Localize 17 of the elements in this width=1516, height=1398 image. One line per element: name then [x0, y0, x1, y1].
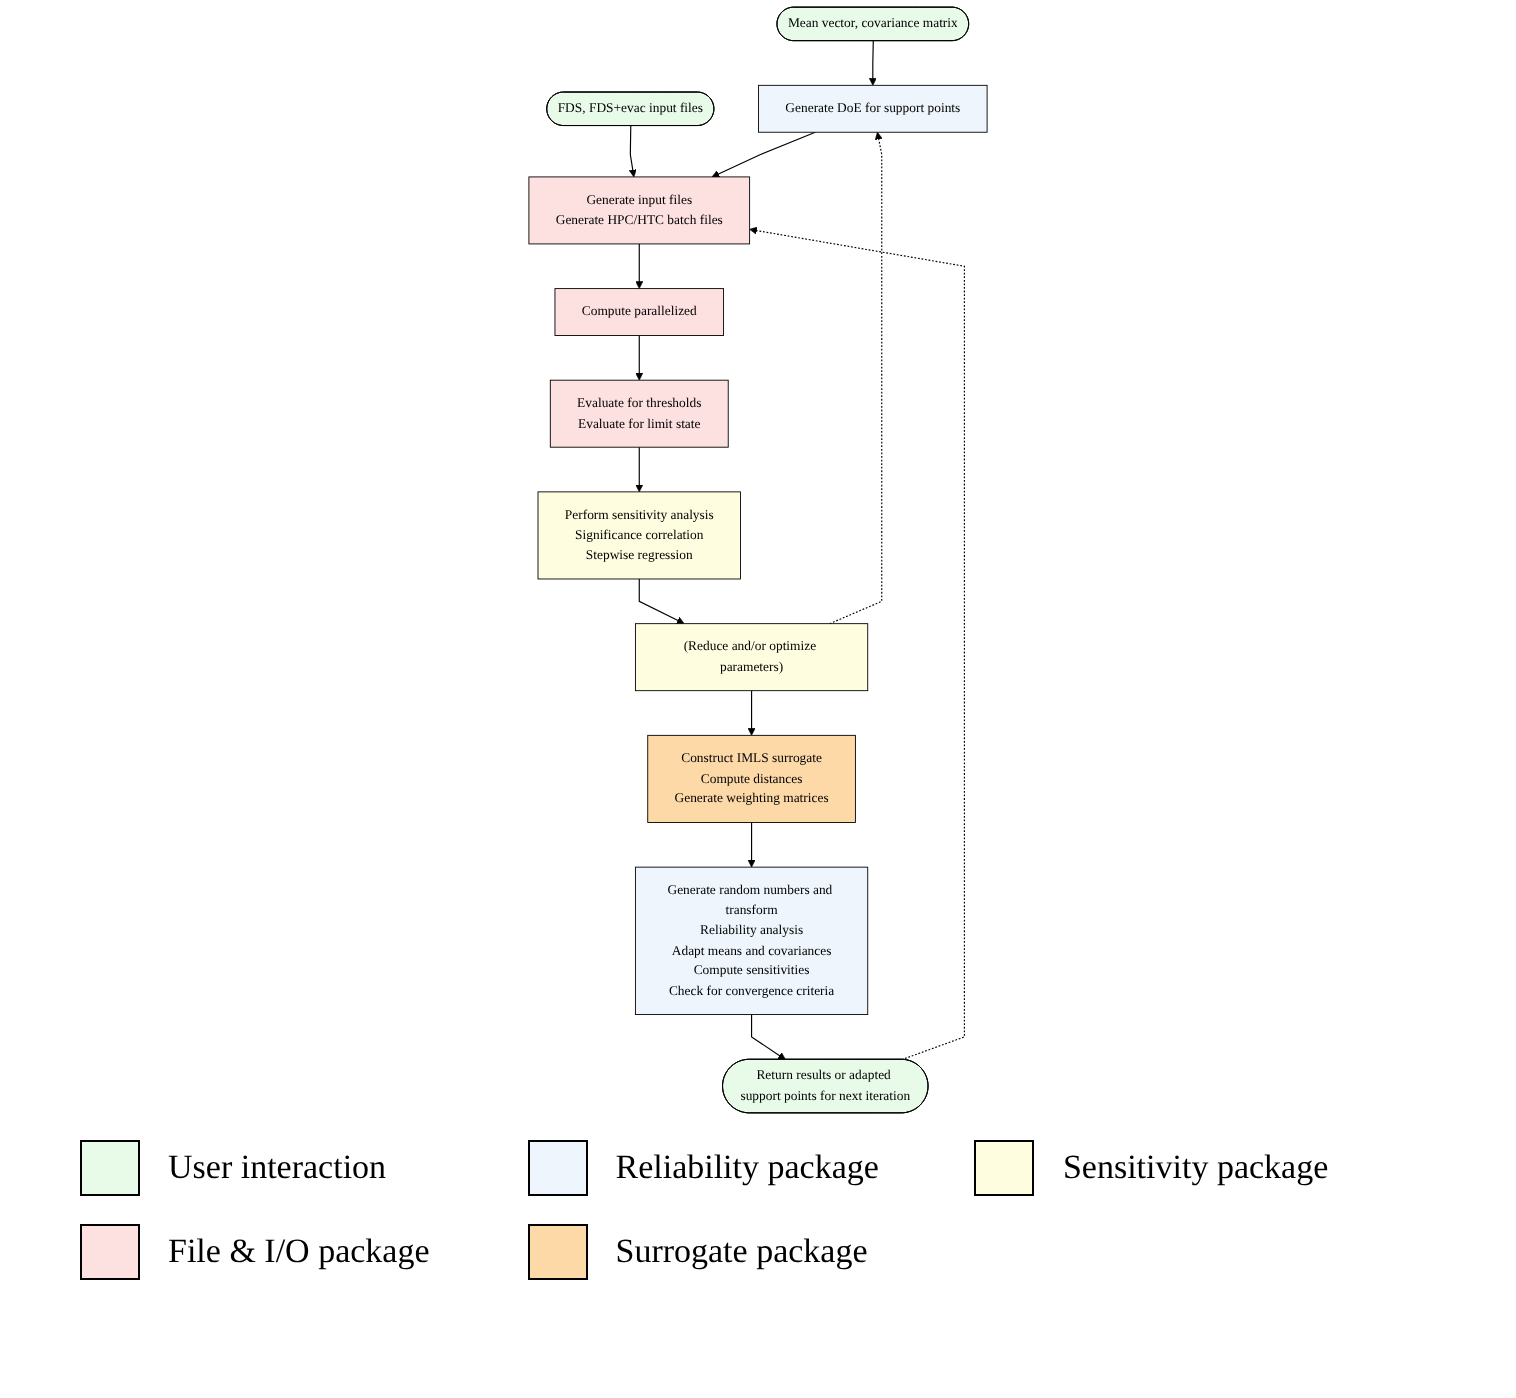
arrow	[635, 446, 644, 493]
arrow	[638, 578, 685, 625]
arrow	[711, 131, 816, 178]
arrow	[628, 125, 637, 178]
arrow	[635, 243, 644, 289]
arrow	[868, 40, 877, 86]
legend-label: Reliability package	[615, 1148, 879, 1188]
legend-label: Surrogate package	[615, 1232, 868, 1272]
arrow	[751, 1014, 786, 1061]
legend-label: User interaction	[168, 1148, 387, 1188]
arrow	[635, 334, 644, 381]
arrow	[749, 226, 965, 1061]
legend-label: File & I/O package	[168, 1232, 430, 1272]
arrow	[747, 690, 756, 736]
arrow	[829, 131, 883, 625]
legend-label: Sensitivity package	[1062, 1148, 1329, 1188]
arrow	[747, 821, 756, 868]
